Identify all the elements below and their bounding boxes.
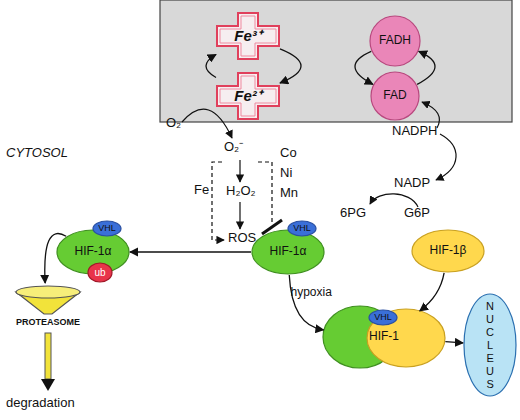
- flavin-circle-outline: [371, 72, 419, 120]
- flavin-circle: FADH: [369, 15, 421, 67]
- free-label: G6P: [404, 206, 430, 221]
- free-label: Mn: [280, 186, 298, 201]
- free-label: O₂⁻: [224, 140, 243, 155]
- node-text: FAD: [383, 89, 406, 102]
- degradation-arrow-head: [41, 379, 55, 391]
- connector-arrow: [417, 51, 435, 84]
- vhl-protein: VHL: [368, 309, 398, 326]
- node-text: Fe²⁺: [234, 88, 262, 105]
- node-text: ub: [94, 267, 105, 278]
- hif-alpha-outline: [252, 230, 324, 274]
- node-text: NUCLEUS: [484, 300, 496, 391]
- flavin-circle: FAD: [370, 71, 420, 121]
- connector-arrow: [280, 49, 301, 83]
- nucleus-ellipse: NUCLEUS: [463, 293, 517, 397]
- flavin-circle-outline: [370, 16, 420, 66]
- connector-arrow: [445, 342, 463, 343]
- proteasome-funnel-shape: [8, 283, 88, 395]
- connector-arrow: [289, 275, 323, 330]
- free-label: NADPH: [392, 124, 438, 139]
- connector-arrow: [355, 51, 373, 84]
- heme-cross-outline: [217, 73, 279, 119]
- heme-iron: Fe²⁺: [216, 72, 280, 120]
- vhl-protein-outline: [369, 310, 397, 325]
- nucleus-ellipse-outline: [464, 294, 516, 396]
- node-text: HIF-1: [369, 330, 399, 343]
- connector-arrow: [420, 273, 444, 311]
- hif-beta: HIF-1β: [411, 229, 485, 273]
- funnel-tube: [45, 333, 51, 379]
- node-text: HIF-1β: [430, 244, 467, 257]
- connector-arrow: [206, 54, 216, 77]
- free-label: Fe: [194, 183, 209, 198]
- vhl-protein-outline: [288, 221, 316, 236]
- hif1-complex: HIF-1 VHL: [322, 305, 446, 369]
- node-text: Fe³⁺: [234, 28, 262, 45]
- node-text: FADH: [379, 34, 411, 47]
- nadph-cycle-arrow: [436, 134, 456, 180]
- node-text: HIF-1α: [75, 245, 112, 258]
- heme-cross-inner: [220, 76, 276, 116]
- proteasome-funnel: PROTEASOME: [8, 283, 88, 395]
- vhl-protein: VHL: [92, 220, 122, 237]
- superoxide-arrow: [239, 160, 240, 182]
- iron-dashed-path: [212, 162, 224, 240]
- hif-beta-part: [367, 309, 445, 367]
- heme-iron: Fe³⁺: [216, 12, 280, 60]
- free-label: Ni: [280, 166, 292, 181]
- free-label: NADP: [394, 176, 430, 191]
- edge-label: hypoxia: [291, 285, 332, 299]
- vhl-protein-outline: [93, 221, 121, 236]
- node-text: VHL: [374, 313, 392, 323]
- free-label: ROS: [228, 231, 256, 246]
- node-text: VHL: [293, 224, 311, 234]
- node-text: VHL: [98, 224, 116, 234]
- connector-arrow: [130, 251, 251, 252]
- heme-cross-inner: [220, 16, 276, 56]
- oxygen-reduction-arrow: [182, 109, 232, 138]
- free-label: O₂: [166, 116, 181, 131]
- peroxide-arrow: [239, 202, 240, 229]
- free-label: degradation: [6, 396, 75, 411]
- ubiquitin-tag-outline: [88, 263, 112, 282]
- heme-cross-outline: [217, 13, 279, 59]
- node-text: PROTEASOME: [16, 318, 80, 328]
- metal-dashed-path: [258, 162, 272, 224]
- hif-beta-outline: [412, 230, 484, 272]
- funnel-mouth: [16, 286, 80, 298]
- node-text: HIF-1α: [270, 245, 307, 258]
- free-label: CYTOSOL: [6, 146, 68, 161]
- hif-alpha: HIF-1α: [251, 229, 325, 275]
- enzyme-complex-panel: [160, 0, 512, 122]
- free-label: 6PG: [340, 206, 366, 221]
- vhl-protein: VHL: [287, 220, 317, 237]
- free-label: H₂O₂: [226, 184, 256, 199]
- free-label: Co: [280, 146, 297, 161]
- ubiquitin-tag: ub: [87, 262, 113, 283]
